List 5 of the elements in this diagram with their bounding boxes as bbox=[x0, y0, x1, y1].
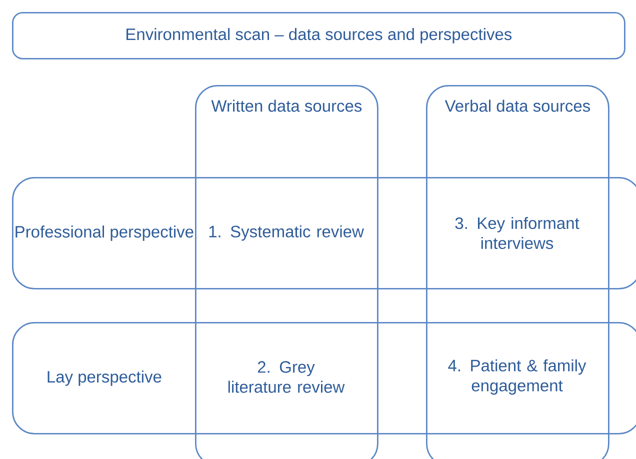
cell-text: 3. Key informant interviews bbox=[455, 216, 580, 250]
cell-text: 1. Systematic review bbox=[209, 225, 364, 241]
cell-text: 2. Grey literature review bbox=[228, 361, 345, 393]
cell-text: 4. Patient & family engagement bbox=[448, 359, 586, 395]
title-box: Environmental scan – data sources and perspectives bbox=[12, 12, 626, 60]
